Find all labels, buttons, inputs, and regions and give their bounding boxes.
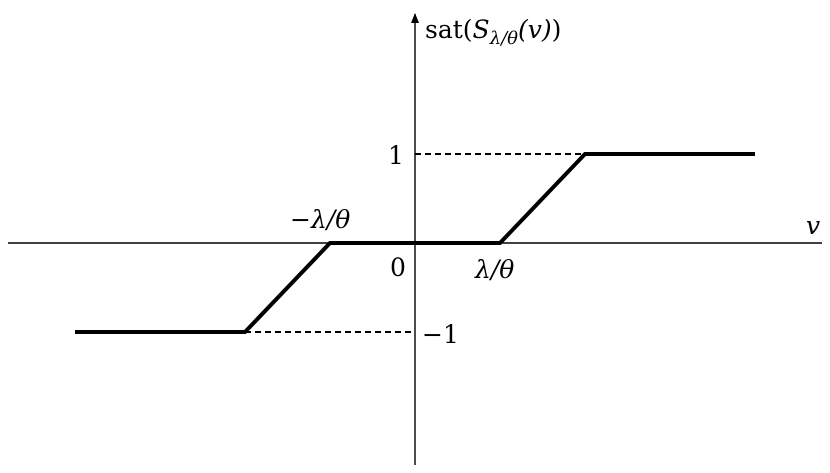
y-label-subscript: λ/θ bbox=[489, 28, 518, 49]
y-label-arg: (v) bbox=[518, 15, 552, 44]
x-tick-negative-label: −λ/θ bbox=[290, 205, 350, 234]
y-label-close-paren: ) bbox=[552, 15, 562, 44]
y-tick-negative-label: −1 bbox=[422, 320, 459, 349]
x-axis-label: v bbox=[806, 211, 820, 240]
y-tick-positive-label: 1 bbox=[388, 141, 404, 170]
x-tick-positive-label: λ/θ bbox=[474, 255, 514, 284]
y-axis-label: sat(Sλ/θ(v)) bbox=[425, 15, 561, 49]
y-label-fn: sat bbox=[425, 15, 463, 44]
dashed-guides bbox=[245, 153, 585, 333]
saturation-curve bbox=[75, 152, 755, 334]
origin-label: 0 bbox=[390, 253, 406, 282]
y-label-open-paren: ( bbox=[463, 15, 473, 44]
y-label-S: S bbox=[473, 15, 490, 44]
